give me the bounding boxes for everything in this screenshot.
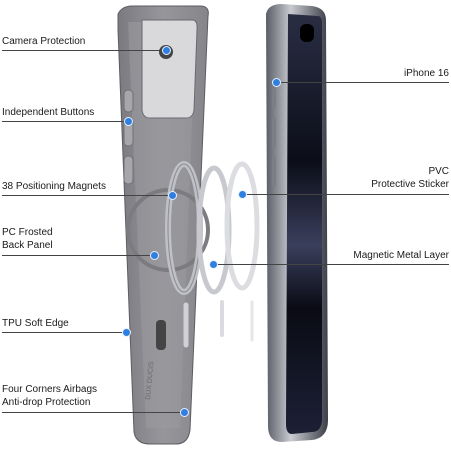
camera-protection-dot <box>162 46 171 55</box>
tpu-soft-edge-dot <box>122 328 131 337</box>
iphone-label: iPhone 16 <box>403 68 449 79</box>
pvc-sticker-layer <box>224 161 260 342</box>
tpu-soft-edge-leader <box>2 332 126 333</box>
brand-watermark: DUX DUCIS <box>145 361 155 400</box>
pc-frosted-label-line2: Back Panel <box>2 240 53 251</box>
iphone-leader <box>276 82 449 83</box>
positioning-magnets-label: 38 Positioning Magnets <box>2 181 106 192</box>
magnetic-metal-label: Magnetic Metal Layer <box>353 250 449 261</box>
magnetic-metal-dot <box>209 260 218 269</box>
iphone-device <box>266 4 328 442</box>
phone-case: DUX DUCIS <box>117 5 210 445</box>
magnetic-metal-leader <box>214 264 449 265</box>
pc-frosted-dot <box>150 251 159 260</box>
independent-buttons-leader <box>2 121 128 122</box>
four-corners-label-line1: Four Corners Airbags <box>2 384 98 395</box>
pc-frosted-leader <box>2 255 154 256</box>
pc-frosted-label-line1: PC Frosted <box>2 227 53 238</box>
positioning-magnets-dot <box>168 191 177 200</box>
pvc-label-line1: PVC <box>428 166 449 177</box>
iphone-dot <box>272 78 281 87</box>
four-corners-leader <box>2 412 184 413</box>
tpu-soft-edge-label: TPU Soft Edge <box>2 318 69 329</box>
positioning-magnets-leader <box>2 195 172 196</box>
camera-protection-label: Camera Protection <box>2 36 86 47</box>
independent-buttons-dot <box>124 117 133 126</box>
pvc-leader <box>243 194 449 195</box>
camera-protection-leader <box>2 50 166 51</box>
pvc-label-line2: Protective Sticker <box>371 179 449 190</box>
four-corners-label-line2: Anti-drop Protection <box>2 397 91 408</box>
independent-buttons-label: Independent Buttons <box>2 107 95 118</box>
four-corners-dot <box>180 408 189 417</box>
pvc-dot <box>238 190 247 199</box>
